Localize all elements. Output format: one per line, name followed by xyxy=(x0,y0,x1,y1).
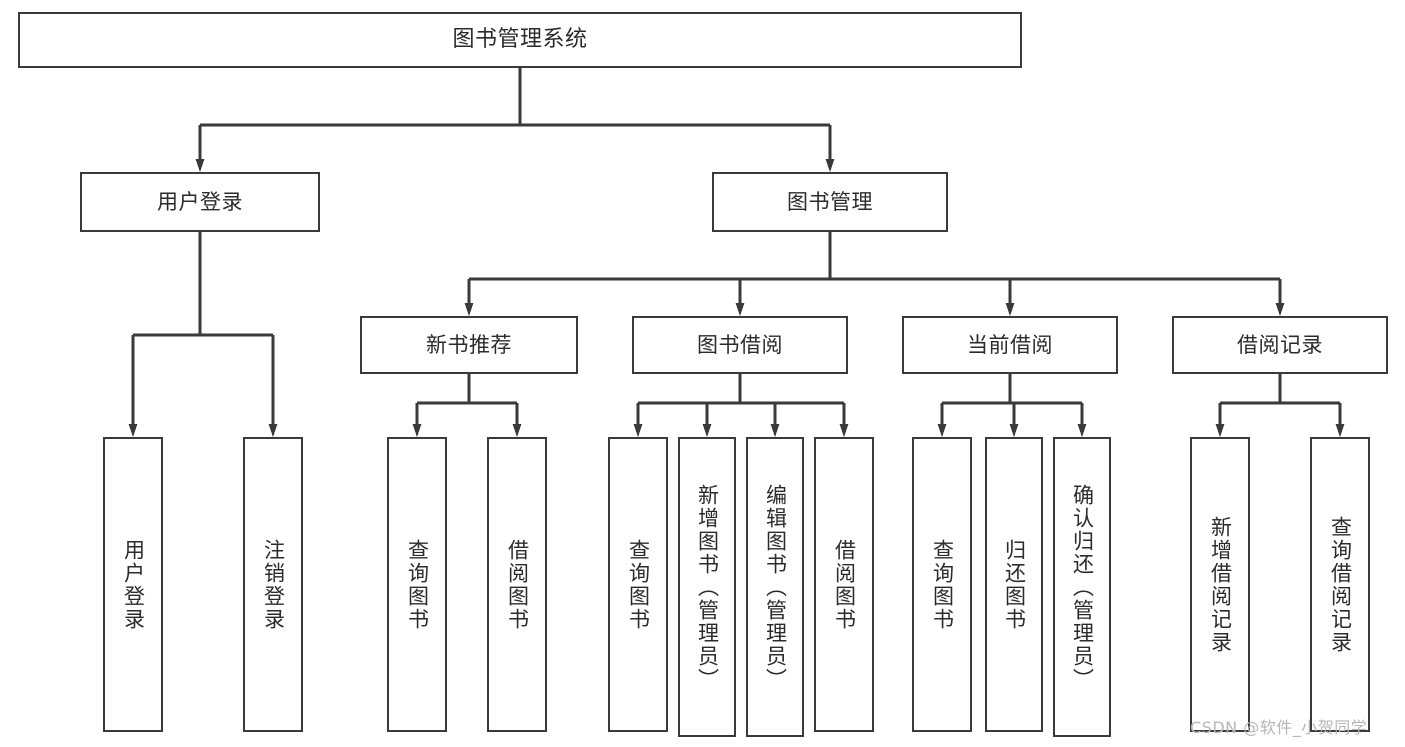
node-label: 图书管理系统 xyxy=(452,27,588,53)
node-label: 借阅图书 xyxy=(832,538,857,631)
node-label: 查询借阅记录 xyxy=(1328,515,1353,654)
node-label: 新书推荐 xyxy=(426,332,512,357)
node-book-manage[interactable]: 图书管理 xyxy=(712,172,948,232)
node-book-borrow[interactable]: 图书借阅 xyxy=(632,316,848,374)
node-label: 查询图书 xyxy=(930,538,955,631)
leaf-recommend-query-book[interactable]: 查询图书 xyxy=(387,437,447,732)
node-label: 借阅记录 xyxy=(1237,332,1323,357)
leaf-borrow-query-book[interactable]: 查询图书 xyxy=(608,437,668,732)
leaf-user-login[interactable]: 用户登录 xyxy=(103,437,163,732)
node-label: 归还图书 xyxy=(1002,538,1027,631)
node-label: 查询图书 xyxy=(405,538,430,631)
leaf-borrow-add-book-admin[interactable]: 新增图书（管理员） xyxy=(678,437,736,737)
leaf-current-return-book[interactable]: 归还图书 xyxy=(985,437,1043,732)
node-label: 确认归还（管理员） xyxy=(1070,483,1095,691)
leaf-record-add[interactable]: 新增借阅记录 xyxy=(1190,437,1250,732)
node-label: 借阅图书 xyxy=(505,538,530,631)
leaf-record-query[interactable]: 查询借阅记录 xyxy=(1310,437,1370,732)
node-label: 用户登录 xyxy=(157,189,243,214)
node-user-login[interactable]: 用户登录 xyxy=(80,172,320,232)
node-label: 注销登录 xyxy=(261,538,286,631)
node-label: 用户登录 xyxy=(121,538,146,631)
node-label: 新增图书（管理员） xyxy=(695,483,720,691)
leaf-recommend-borrow-book[interactable]: 借阅图书 xyxy=(487,437,547,732)
node-label: 当前借阅 xyxy=(967,332,1053,357)
leaf-current-query-book[interactable]: 查询图书 xyxy=(912,437,972,732)
node-borrow-record[interactable]: 借阅记录 xyxy=(1172,316,1388,374)
node-label: 图书借阅 xyxy=(697,332,783,357)
node-label: 图书管理 xyxy=(787,189,873,214)
watermark-text: CSDN @软件_小贺同学 xyxy=(1190,718,1368,737)
node-new-book-recommend[interactable]: 新书推荐 xyxy=(360,316,578,374)
leaf-current-confirm-return-admin[interactable]: 确认归还（管理员） xyxy=(1053,437,1111,737)
node-label: 新增借阅记录 xyxy=(1208,515,1233,654)
node-root-system[interactable]: 图书管理系统 xyxy=(18,12,1022,68)
leaf-borrow-borrow-book[interactable]: 借阅图书 xyxy=(814,437,874,732)
node-label: 编辑图书（管理员） xyxy=(763,483,788,691)
node-label: 查询图书 xyxy=(626,538,651,631)
node-current-borrow[interactable]: 当前借阅 xyxy=(902,316,1118,374)
leaf-logout[interactable]: 注销登录 xyxy=(243,437,303,732)
leaf-borrow-edit-book-admin[interactable]: 编辑图书（管理员） xyxy=(746,437,804,737)
